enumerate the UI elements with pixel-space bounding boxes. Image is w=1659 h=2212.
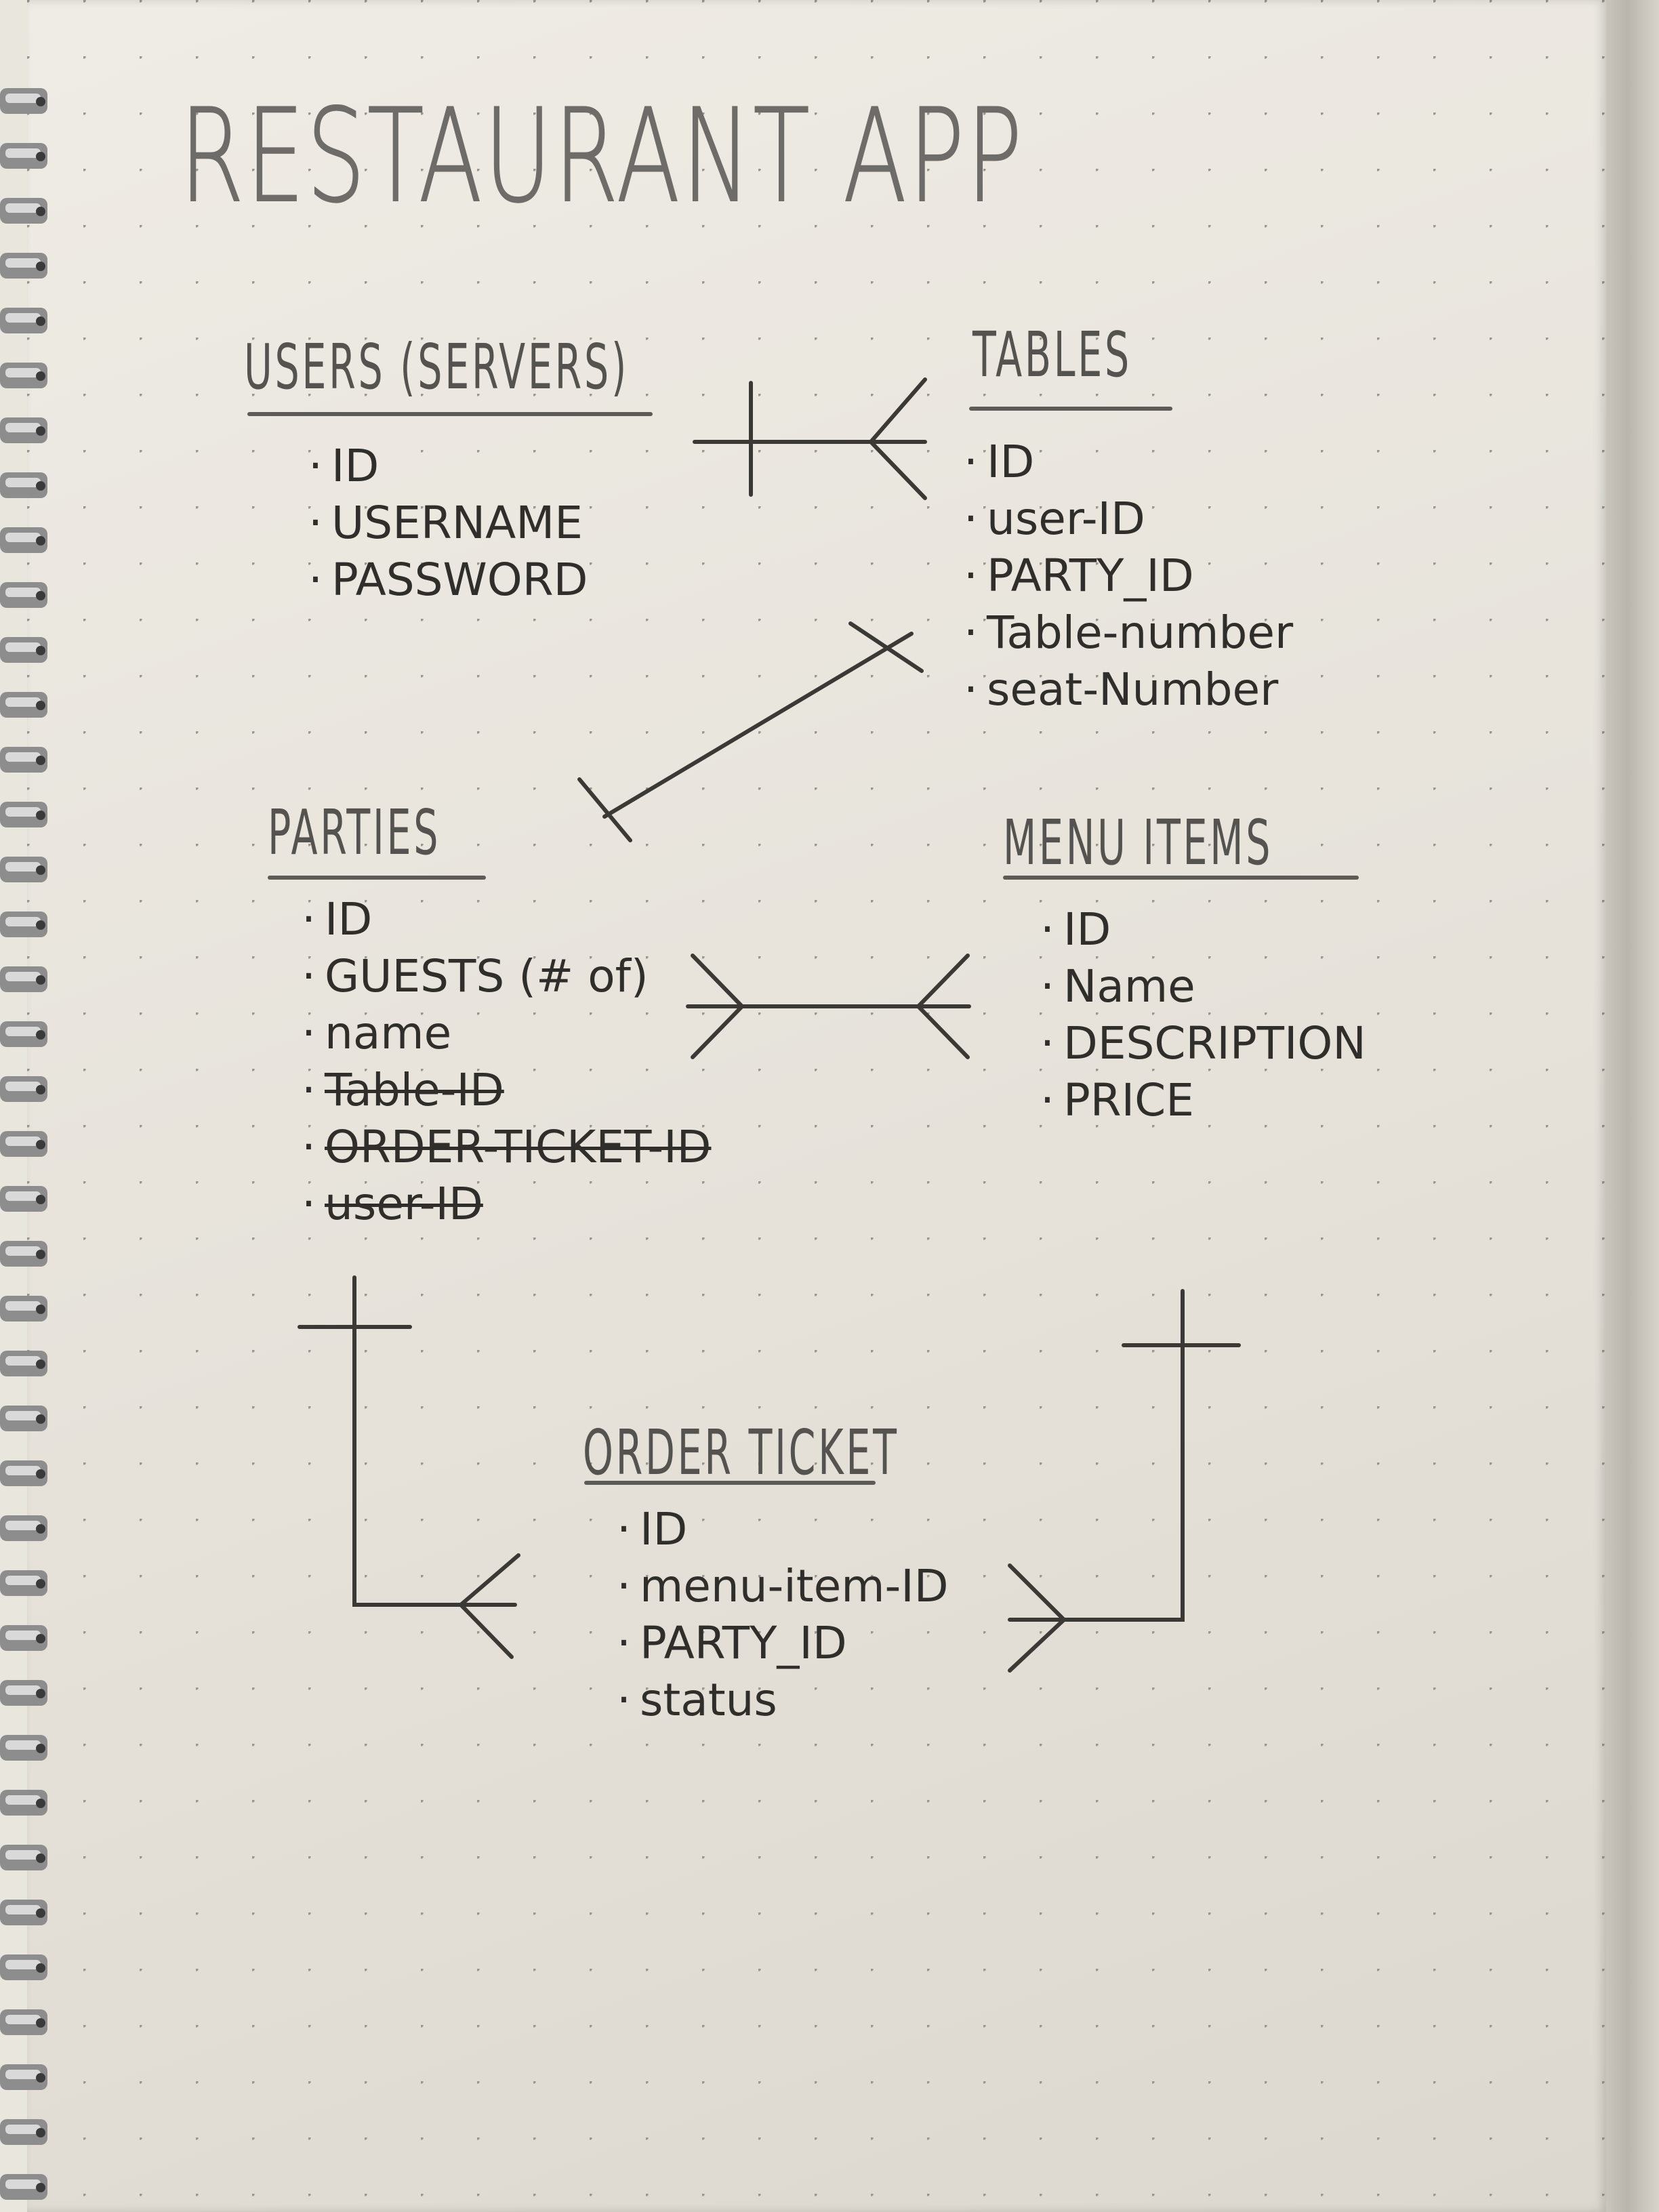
field-menu-items-id: ID	[1040, 901, 1366, 958]
spiral-ring	[0, 417, 47, 443]
spiral-ring	[0, 802, 47, 827]
entity-users-underline	[247, 412, 653, 416]
entity-tables-underline	[969, 407, 1172, 411]
field-tables-table-number: Table-number	[964, 605, 1293, 661]
spiral-ring	[0, 1735, 47, 1761]
spiral-ring	[0, 1900, 47, 1925]
field-parties-guests: GUESTS (# of)	[302, 948, 711, 1005]
spiral-ring	[0, 1076, 47, 1102]
page-stack-edge	[1606, 0, 1659, 2212]
spiral-ring	[0, 88, 47, 114]
spiral-ring	[0, 2009, 47, 2035]
field-parties-name: name	[302, 1005, 711, 1062]
spiral-ring	[0, 143, 47, 169]
entity-tables-title: TABLES	[972, 319, 1132, 391]
spiral-ring	[0, 692, 47, 718]
spiral-ring	[0, 1021, 47, 1047]
spiral-ring	[0, 966, 47, 992]
spiral-ring	[0, 308, 47, 333]
field-menu-items-name: Name	[1040, 958, 1366, 1015]
spiral-ring	[0, 527, 47, 553]
entity-order-ticket-fields: ID menu-item-ID PARTY_ID status	[617, 1501, 949, 1729]
spiral-ring	[0, 1515, 47, 1541]
spiral-ring	[0, 1625, 47, 1651]
spiral-ring	[0, 1351, 47, 1376]
field-tables-seat-number: seat-Number	[964, 661, 1293, 718]
spiral-ring	[0, 1460, 47, 1486]
spiral-ring	[0, 363, 47, 388]
entity-parties-fields: ID GUESTS (# of) name Table-ID ORDER-TIC…	[302, 891, 711, 1233]
spiral-ring	[0, 2119, 47, 2145]
spiral-ring	[0, 1296, 47, 1322]
field-parties-id: ID	[302, 891, 711, 948]
field-order-ticket-id: ID	[617, 1501, 949, 1558]
field-order-ticket-menu-item-id: menu-item-ID	[617, 1558, 949, 1615]
spiral-ring	[0, 1790, 47, 1816]
field-menu-items-price: PRICE	[1040, 1072, 1366, 1129]
spiral-ring	[0, 2174, 47, 2200]
field-order-ticket-party-id: PARTY_ID	[617, 1615, 949, 1672]
spiral-ring	[0, 253, 47, 279]
page-title: RESTAURANT APP	[179, 81, 1025, 232]
spiral-ring	[0, 857, 47, 882]
spiral-ring	[0, 1570, 47, 1596]
field-order-ticket-status: status	[617, 1672, 949, 1729]
spiral-ring	[0, 1954, 47, 1980]
field-parties-order-ticket-id-struck: ORDER-TICKET-ID	[302, 1119, 711, 1176]
field-users-password: PASSWORD	[308, 552, 588, 609]
spiral-ring	[0, 1186, 47, 1212]
entity-tables-fields: ID user-ID PARTY_ID Table-number seat-Nu…	[964, 434, 1293, 718]
entity-users-fields: ID USERNAME PASSWORD	[308, 438, 588, 609]
entity-menu-items-fields: ID Name DESCRIPTION PRICE	[1040, 901, 1366, 1129]
field-tables-id: ID	[964, 434, 1293, 491]
spiral-binding	[0, 88, 47, 2200]
field-parties-user-id-struck: user-ID	[302, 1176, 711, 1233]
entity-order-ticket-underline	[584, 1481, 876, 1485]
field-menu-items-description: DESCRIPTION	[1040, 1015, 1366, 1072]
spiral-ring	[0, 582, 47, 608]
spiral-ring	[0, 472, 47, 498]
spiral-ring	[0, 1845, 47, 1870]
spiral-ring	[0, 912, 47, 937]
spiral-ring	[0, 198, 47, 224]
entity-order-ticket-title: ORDER TICKET	[583, 1416, 899, 1489]
field-users-id: ID	[308, 438, 588, 495]
spiral-ring	[0, 637, 47, 663]
spiral-ring	[0, 747, 47, 773]
field-tables-user-id: user-ID	[964, 491, 1293, 548]
spiral-ring	[0, 1241, 47, 1267]
spiral-ring	[0, 1406, 47, 1431]
entity-menu-items-underline	[1003, 876, 1359, 880]
field-parties-table-id-struck: Table-ID	[302, 1062, 711, 1119]
entity-parties-title: PARTIES	[268, 796, 441, 869]
spiral-ring	[0, 2064, 47, 2090]
spiral-ring	[0, 1131, 47, 1157]
entity-menu-items-title: MENU ITEMS	[1003, 806, 1273, 879]
field-users-username: USERNAME	[308, 495, 588, 552]
spiral-ring	[0, 1680, 47, 1706]
entity-users-title: USERS (SERVERS)	[244, 331, 629, 403]
field-tables-party-id: PARTY_ID	[964, 548, 1293, 605]
entity-parties-underline	[268, 876, 486, 880]
